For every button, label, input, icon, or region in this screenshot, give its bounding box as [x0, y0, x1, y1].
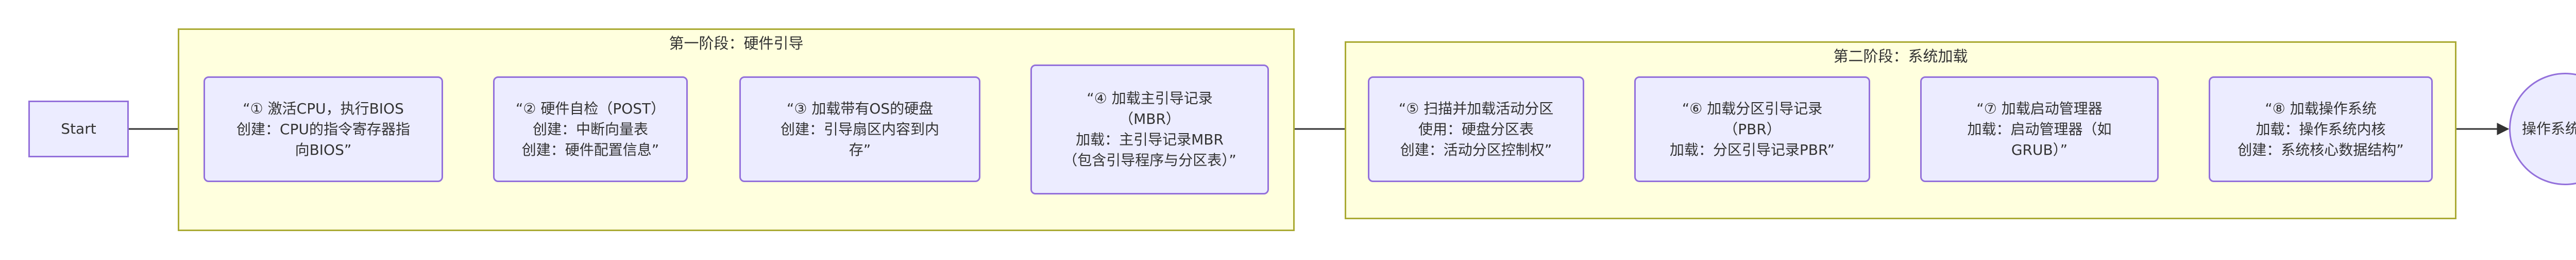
node-step3-line2: 创建：引导扇区内容到内: [780, 120, 939, 138]
node-step1-line1: “① 激活CPU，执行BIOS: [243, 100, 404, 117]
node-step2-line1: “② 硬件自检（POST）: [515, 100, 666, 117]
node-step3-line3: 存”: [849, 141, 871, 158]
node-step4-line4: （包含引导程序与分区表）”: [1063, 152, 1236, 169]
node-step2-line2: 创建：中断向量表: [532, 120, 648, 138]
node-step3-line1: “③ 加载带有OS的硬盘: [786, 100, 934, 117]
node-step1-activate-cpu[interactable]: “① 激活CPU，执行BIOS 创建：CPU的指令寄存器指 向BIOS”: [204, 76, 443, 182]
node-step2-line3: 创建：硬件配置信息”: [521, 141, 659, 158]
node-step4-line2: （MBR）: [1119, 110, 1180, 127]
node-step5-line3: 创建：活动分区控制权”: [1400, 141, 1552, 158]
node-step6-line1: “⑥ 加载分区引导记录: [1682, 100, 1823, 117]
node-step4-line3: 加载：主引导记录MBR: [1076, 131, 1224, 148]
node-step8-load-os[interactable]: “⑧ 加载操作系统 加载：操作系统内核 创建：系统核心数据结构”: [2209, 76, 2433, 182]
node-step6-line3: 加载：分区引导记录PBR”: [1669, 141, 1835, 158]
node-step8-line2: 加载：操作系统内核: [2256, 120, 2386, 138]
node-step1-line3: 向BIOS”: [295, 141, 352, 158]
node-step5-line2: 使用：硬盘分区表: [1418, 120, 1534, 138]
node-step3-load-disk[interactable]: “③ 加载带有OS的硬盘 创建：引导扇区内容到内 存”: [739, 76, 980, 182]
cluster-stage1-title: 第一阶段：硬件引导: [669, 35, 804, 52]
node-step8-line3: 创建：系统核心数据结构”: [2238, 141, 2404, 158]
node-step4-load-mbr[interactable]: “④ 加载主引导记录 （MBR） 加载：主引导记录MBR （包含引导程序与分区表…: [1030, 64, 1269, 194]
node-step7-boot-manager[interactable]: “⑦ 加载启动管理器 加载：启动管理器（如 GRUB）”: [1920, 76, 2159, 182]
node-step5-scan-partition[interactable]: “⑤ 扫描并加载活动分区 使用：硬盘分区表 创建：活动分区控制权”: [1368, 76, 1584, 182]
node-start-label: Start: [61, 120, 96, 137]
node-step1-line2: 创建：CPU的指令寄存器指: [236, 120, 410, 138]
node-step6-line2: （PBR）: [1723, 120, 1781, 138]
node-step2-post[interactable]: “② 硬件自检（POST） 创建：中断向量表 创建：硬件配置信息”: [493, 76, 688, 182]
node-step7-line3: GRUB）”: [2011, 141, 2068, 158]
node-step6-load-pbr[interactable]: “⑥ 加载分区引导记录 （PBR） 加载：分区引导记录PBR”: [1634, 76, 1870, 182]
node-step8-line1: “⑧ 加载操作系统: [2265, 100, 2377, 117]
node-step7-line2: 加载：启动管理器（如: [1967, 120, 2112, 138]
cluster-stage2-title: 第二阶段：系统加载: [1833, 47, 1968, 65]
node-start[interactable]: Start: [28, 101, 129, 157]
node-end-label: 操作系统运行: [2521, 120, 2576, 137]
node-step5-line1: “⑤ 扫描并加载活动分区: [1398, 100, 1554, 117]
node-step7-line1: “⑦ 加载启动管理器: [1976, 100, 2103, 117]
node-step4-line1: “④ 加载主引导记录: [1087, 90, 1213, 107]
